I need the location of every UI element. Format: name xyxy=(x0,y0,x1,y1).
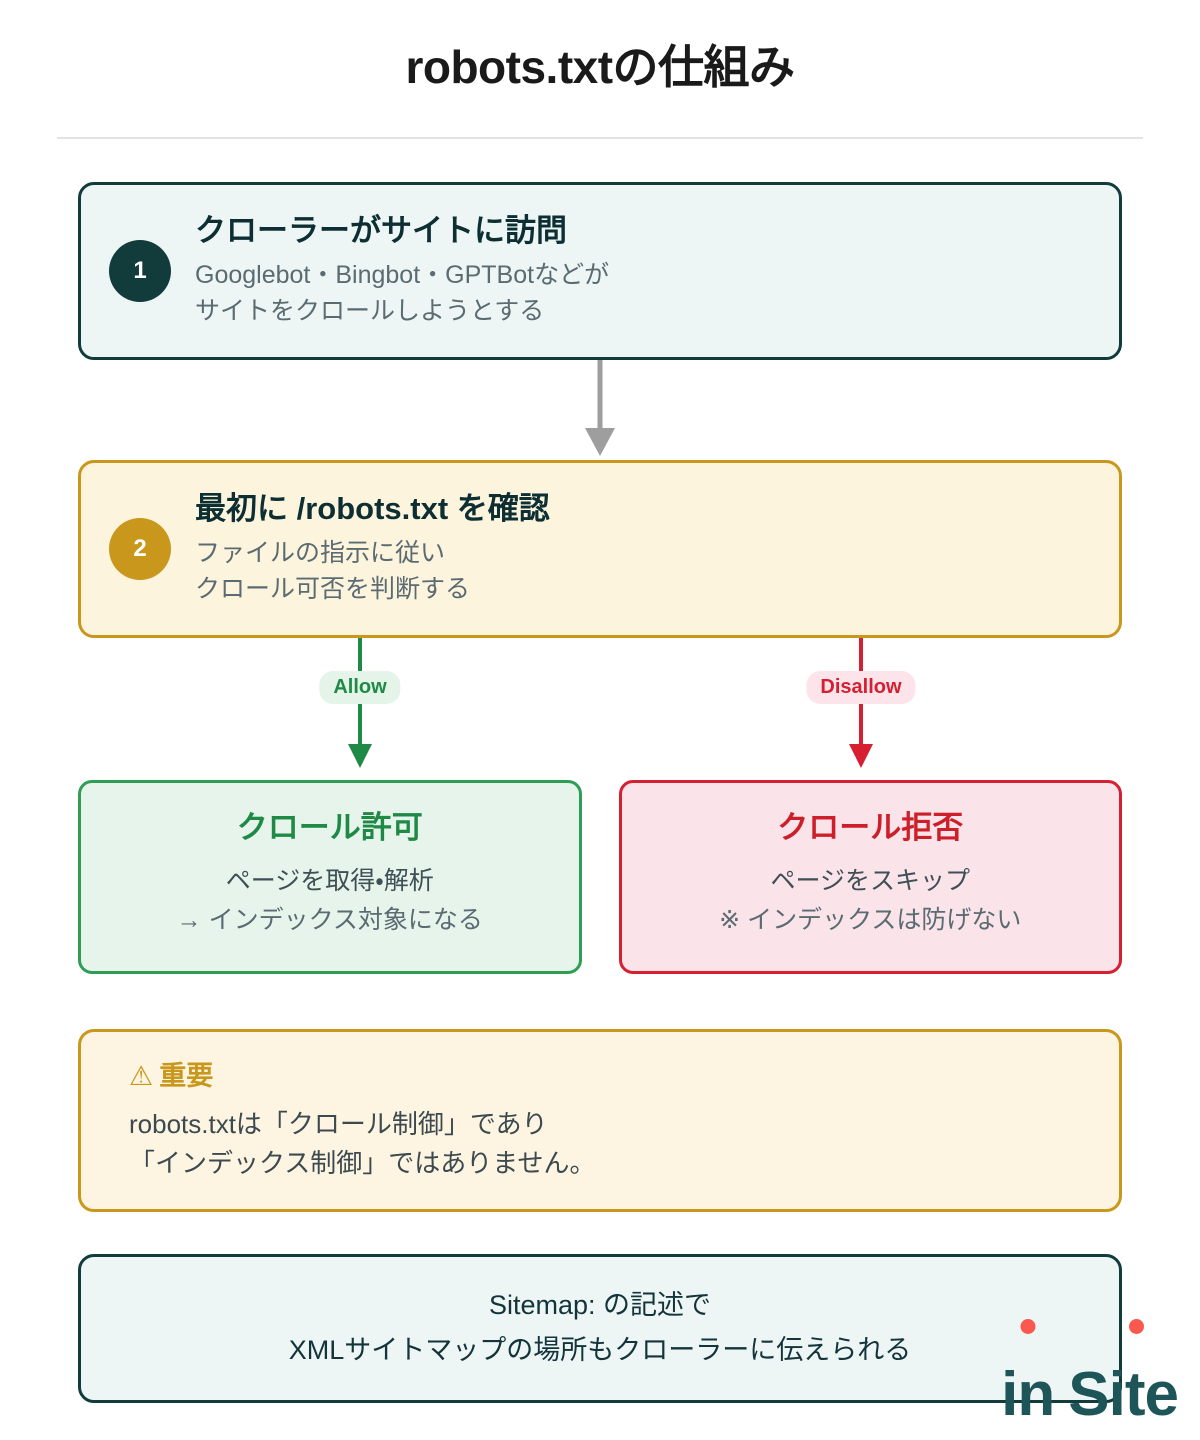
step-title-1: クローラーがサイトに訪問 xyxy=(195,212,567,248)
logo-part-in: in xyxy=(1001,1319,1055,1430)
step-body-1: クローラーがサイトに訪問 Googlebot・Bingbot・GPTBotなどが… xyxy=(195,212,1091,329)
step-box-1: 1 クローラーがサイトに訪問 Googlebot・Bingbot・GPTBotな… xyxy=(78,181,1122,360)
important-note-body: robots.txtは「クロール制御」であり 「インデックス制御」ではありません… xyxy=(129,1108,596,1178)
branch-disallow: Disallow xyxy=(761,637,961,780)
step-desc-2: ファイルの指示に従い クロール可否を判断する xyxy=(195,538,471,603)
result-line-allow-2: → インデックス対象になる xyxy=(176,906,483,935)
connector-arrow-down xyxy=(78,359,1122,460)
result-box-disallow: クロール拒否 ページをスキップ ※ インデックスは防げない xyxy=(618,779,1122,974)
important-note-heading: ⚠重要 xyxy=(129,1054,1085,1093)
logo-part-in-text: in xyxy=(1001,1360,1055,1429)
branch-disallow-arrowhead-icon xyxy=(849,743,873,768)
step-desc-1: Googlebot・Bingbot・GPTBotなどが サイトをクロールしようと… xyxy=(195,260,610,325)
step-badge-1: 1 xyxy=(109,239,171,302)
logo-dot-i-icon xyxy=(1020,1319,1036,1334)
logo-insite: in Site xyxy=(1001,1319,1179,1430)
result-title-allow: クロール許可 xyxy=(236,810,423,846)
logo-part-site-text: Site xyxy=(1068,1360,1179,1429)
result-title-disallow: クロール拒否 xyxy=(777,810,964,846)
important-note-heading-text: 重要 xyxy=(159,1060,214,1091)
result-line-disallow-2: ※ インデックスは防げない xyxy=(719,906,1022,935)
logo-part-site: Site xyxy=(1068,1319,1179,1430)
result-box-allow: クロール許可 ページを取得・解析 → インデックス対象になる xyxy=(78,779,582,974)
warning-icon: ⚠ xyxy=(129,1060,154,1091)
sitemap-line-1: Sitemap: の記述で xyxy=(488,1289,712,1320)
step-title-2: 最初に /robots.txt を確認 xyxy=(195,490,550,526)
step-box-2: 2 最初に /robots.txt を確認 ファイルの指示に従い クロール可否を… xyxy=(78,459,1122,638)
sitemap-line-2: XMLサイトマップの場所もクローラーに伝えられる xyxy=(288,1335,912,1366)
step-badge-2: 2 xyxy=(109,517,171,580)
branch-disallow-label: Disallow xyxy=(806,670,916,704)
branch-allow-arrowhead-icon xyxy=(348,743,372,768)
sitemap-box: Sitemap: の記述で XMLサイトマップの場所もクローラーに伝えられる xyxy=(78,1253,1122,1404)
important-note-box: ⚠重要 robots.txtは「クロール制御」であり 「インデックス制御」ではあ… xyxy=(78,1028,1122,1212)
result-line-disallow-1: ページをスキップ xyxy=(770,867,970,896)
branch-area: Allow Disallow xyxy=(78,637,1122,780)
result-line-allow-1: ページを取得・解析 xyxy=(225,867,434,896)
connector-line xyxy=(597,359,603,432)
title-divider xyxy=(57,136,1143,139)
step-body-2: 最初に /robots.txt を確認 ファイルの指示に従い クロール可否を判断… xyxy=(195,490,1091,607)
page-title: robots.txtの仕組み xyxy=(405,41,795,93)
branch-allow: Allow xyxy=(260,637,460,780)
result-boxes: クロール許可 ページを取得・解析 → インデックス対象になる クロール拒否 ペー… xyxy=(78,779,1122,974)
logo-dot-site-icon xyxy=(1129,1319,1144,1334)
branch-allow-label: Allow xyxy=(319,670,401,704)
connector-arrowhead-icon xyxy=(585,427,615,456)
flow-diagram: 1 クローラーがサイトに訪問 Googlebot・Bingbot・GPTBotな… xyxy=(78,181,1122,1404)
